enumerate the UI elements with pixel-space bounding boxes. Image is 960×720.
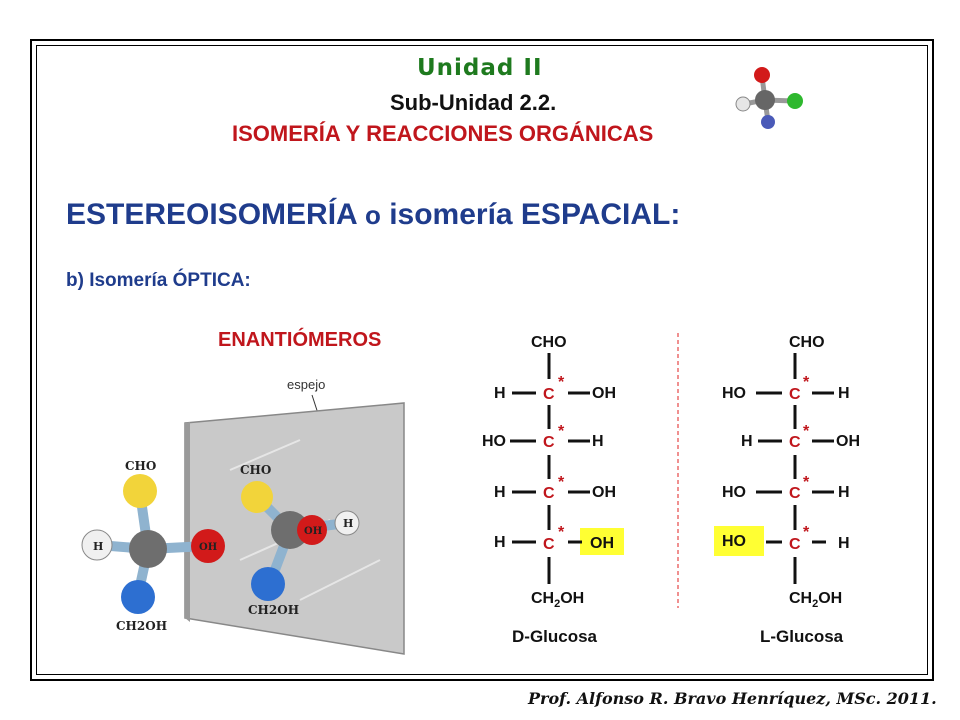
d-row3-right: OH: [592, 484, 616, 501]
l-row3-carbon: C: [789, 485, 801, 502]
mol-right-right: H: [343, 517, 353, 530]
l-row1-left: HO: [722, 385, 746, 402]
d-glucose-highlight: [580, 528, 624, 555]
subheading: b) Isomería ÓPTICA:: [66, 270, 251, 291]
topic-title: ISOMERÍA Y REACCIONES ORGÁNICAS: [232, 121, 654, 146]
d-row2-right: H: [592, 433, 604, 450]
d-glucose-top: CHO: [531, 334, 567, 351]
mol-left-top: CHO: [125, 459, 156, 473]
l-row4-carbon: C: [789, 536, 801, 553]
l-glucose-name: L-Glucosa: [760, 627, 844, 646]
d-row2-carbon: C: [543, 434, 555, 451]
heading-part1: ESTEREOISOMERÍA: [66, 198, 357, 231]
l-glucose-bottom: CH2OH: [789, 590, 842, 610]
mol-left-bottom: CH2OH: [116, 619, 167, 633]
enantiomers-label: ENANTIÓMEROS: [218, 329, 382, 351]
mol-left-left: H: [93, 540, 103, 553]
d-row3-left: H: [494, 484, 506, 501]
d-row4-left: H: [494, 534, 506, 551]
d-row4-star: *: [558, 524, 565, 541]
mol-right-inner: OH: [304, 526, 322, 537]
l-row3-star: *: [803, 474, 810, 491]
mol-right-bottom: CH2OH: [248, 603, 299, 617]
heading-part3: isomería ESPACIAL:: [389, 198, 681, 231]
molecule-right: [241, 481, 360, 601]
d-row1-left: H: [494, 385, 506, 402]
l-row4-star: *: [803, 524, 810, 541]
d-row1-carbon: C: [543, 386, 555, 403]
heading-part2: o: [364, 200, 381, 230]
l-row3-right: H: [838, 484, 850, 501]
l-row4-left: HO: [722, 533, 746, 550]
d-row1-right: OH: [592, 385, 616, 402]
molecule-logo-icon: [735, 67, 803, 129]
mol-left-right: OH: [199, 542, 217, 553]
d-row2-star: *: [558, 423, 565, 440]
subunit-title: Sub-Unidad 2.2.: [390, 90, 557, 115]
slide-outer-border: [30, 39, 934, 681]
mol-right-top: CHO: [240, 463, 271, 477]
l-row2-left: H: [741, 433, 753, 450]
l-glucose-top: CHO: [789, 334, 825, 351]
l-glucose-projection: CHO HO C * H H C * OH HO C * H HO C * H …: [714, 334, 860, 646]
l-row2-carbon: C: [789, 434, 801, 451]
l-row1-carbon: C: [789, 386, 801, 403]
main-heading: ESTEREOISOMERÍA o isomería ESPACIAL:: [66, 198, 680, 232]
l-row4-right: H: [838, 535, 850, 552]
molecule-left: [81, 474, 225, 614]
d-glucose-name: D-Glucosa: [512, 627, 598, 646]
d-glucose-projection: CHO H C * OH HO C * H H C * OH H C * OH: [482, 334, 624, 646]
unit-title: Unidad II: [417, 55, 543, 81]
l-row1-right: H: [838, 385, 850, 402]
l-row1-star: *: [803, 374, 810, 391]
d-row4-right: OH: [590, 535, 614, 552]
d-row2-left: HO: [482, 433, 506, 450]
d-glucose-bottom: CH2OH: [531, 590, 584, 610]
d-row4-carbon: C: [543, 536, 555, 553]
l-row2-star: *: [803, 423, 810, 440]
l-row3-left: HO: [722, 484, 746, 501]
d-row1-star: *: [558, 374, 565, 391]
d-row3-carbon: C: [543, 485, 555, 502]
footer-credit: Prof. Alfonso R. Bravo Henríquez, MSc. 2…: [528, 689, 937, 708]
l-row2-right: OH: [836, 433, 860, 450]
l-glucose-highlight: [714, 526, 764, 556]
d-row3-star: *: [558, 474, 565, 491]
mirror-label: espejo: [287, 377, 326, 392]
